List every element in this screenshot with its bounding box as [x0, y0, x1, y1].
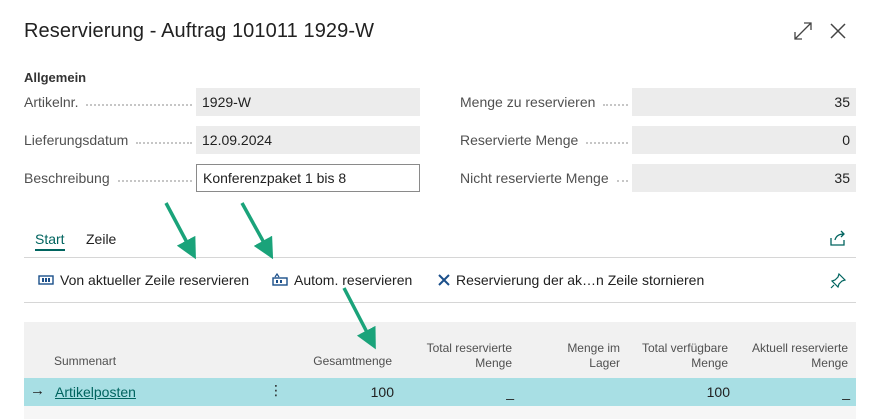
col-summenart[interactable]: Summenart: [54, 354, 117, 368]
reserved-qty-label-text: Reservierte Menge: [460, 132, 579, 148]
tab-divider: [24, 257, 856, 258]
dialog-title: Reservierung - Auftrag 101011 1929-W: [24, 20, 375, 42]
tab-start[interactable]: Start: [35, 231, 65, 251]
description-label: Beschreibung: [24, 168, 192, 188]
qty-to-reserve-field: 35: [632, 88, 856, 116]
cancel-x-icon: [438, 274, 450, 286]
cell-aktuell-reserviert[interactable]: _: [842, 384, 850, 400]
expand-icon[interactable]: [792, 20, 814, 42]
qty-to-reserve-label-text: Menge zu reservieren: [460, 94, 596, 110]
annotation-arrow-2: [240, 202, 274, 260]
delivery-date-field: 12.09.2024: [196, 126, 420, 154]
pin-icon[interactable]: [829, 272, 849, 292]
col-menge-lager[interactable]: Menge im Lager: [567, 341, 620, 370]
reserved-qty-field: 0: [632, 126, 856, 154]
reserve-from-line-button[interactable]: Von aktueller Zeile reservieren: [38, 272, 249, 288]
cancel-reservation-button[interactable]: Reservierung der ak…n Zeile stornieren: [438, 272, 704, 288]
description-label-text: Beschreibung: [24, 170, 110, 186]
unreserved-qty-field: 35: [632, 164, 856, 192]
share-icon[interactable]: [829, 229, 849, 249]
item-no-label: Artikelnr.: [24, 92, 192, 112]
delivery-date-label-text: Lieferungsdatum: [24, 132, 129, 148]
grid-header: Summenart Gesamtmenge Total reservierte …: [24, 322, 856, 378]
annotation-arrow-1: [164, 202, 196, 260]
table-row-next: [24, 406, 856, 419]
description-field[interactable]: Konferenzpaket 1 bis 8: [196, 164, 420, 192]
cell-total-reserviert[interactable]: _: [506, 384, 514, 400]
auto-reserve-icon: [272, 273, 288, 286]
cancel-reservation-label: Reservierung der ak…n Zeile stornieren: [456, 272, 705, 288]
reserve-line-icon: [38, 275, 54, 285]
section-title-general: Allgemein: [24, 70, 87, 85]
unreserved-qty-label: Nicht reservierte Menge: [460, 168, 628, 188]
delivery-date-label: Lieferungsdatum: [24, 130, 192, 150]
close-icon[interactable]: [827, 20, 849, 42]
unreserved-qty-label-text: Nicht reservierte Menge: [460, 170, 609, 186]
qty-to-reserve-label: Menge zu reservieren: [460, 92, 628, 112]
actions-divider: [24, 302, 856, 303]
auto-reserve-label: Autom. reservieren: [294, 272, 413, 288]
col-aktuell-reserviert[interactable]: Aktuell reservierte Menge: [751, 341, 848, 370]
reserved-qty-label: Reservierte Menge: [460, 130, 628, 150]
cell-summenart[interactable]: Artikelposten: [55, 384, 136, 400]
auto-reserve-button[interactable]: Autom. reservieren: [272, 272, 412, 288]
table-row[interactable]: → Artikelposten ⋮ 100 _ 100 _: [24, 378, 856, 406]
row-arrow-icon: →: [30, 382, 45, 399]
cell-total-verfuegbar[interactable]: 100: [706, 384, 730, 400]
item-no-label-text: Artikelnr.: [24, 94, 79, 110]
reserve-from-line-label: Von aktueller Zeile reservieren: [60, 272, 250, 288]
row-menu-icon[interactable]: ⋮: [269, 382, 283, 398]
item-no-field: 1929-W: [196, 88, 420, 116]
col-gesamtmenge[interactable]: Gesamtmenge: [313, 354, 392, 368]
cell-gesamtmenge[interactable]: 100: [370, 384, 394, 400]
tab-zeile[interactable]: Zeile: [86, 231, 117, 247]
col-total-verfuegbar[interactable]: Total verfügbare Menge: [641, 341, 728, 370]
col-total-reserviert[interactable]: Total reservierte Menge: [426, 341, 512, 370]
